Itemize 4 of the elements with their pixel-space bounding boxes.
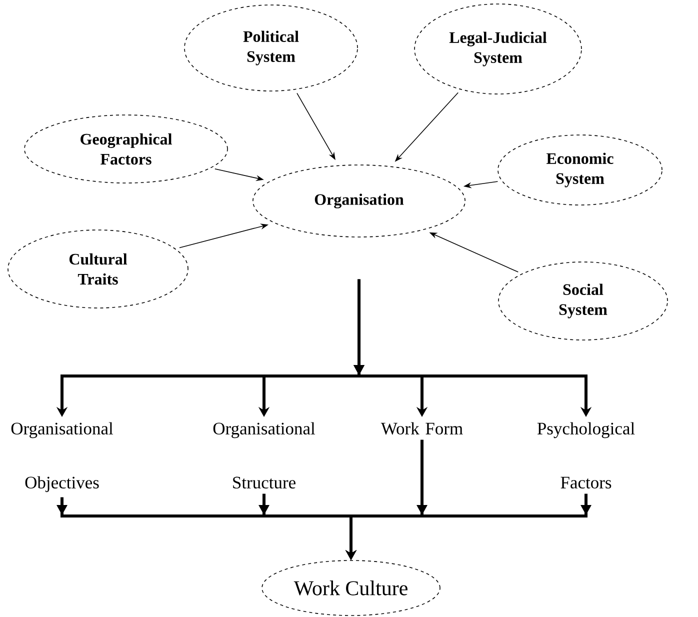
factor-label: Psychological Factors <box>537 422 635 488</box>
factor-label: Organisational Objectives <box>11 422 114 492</box>
factor-label: Organisational Structure <box>213 422 316 488</box>
factor-label: Work Form <box>380 422 463 435</box>
